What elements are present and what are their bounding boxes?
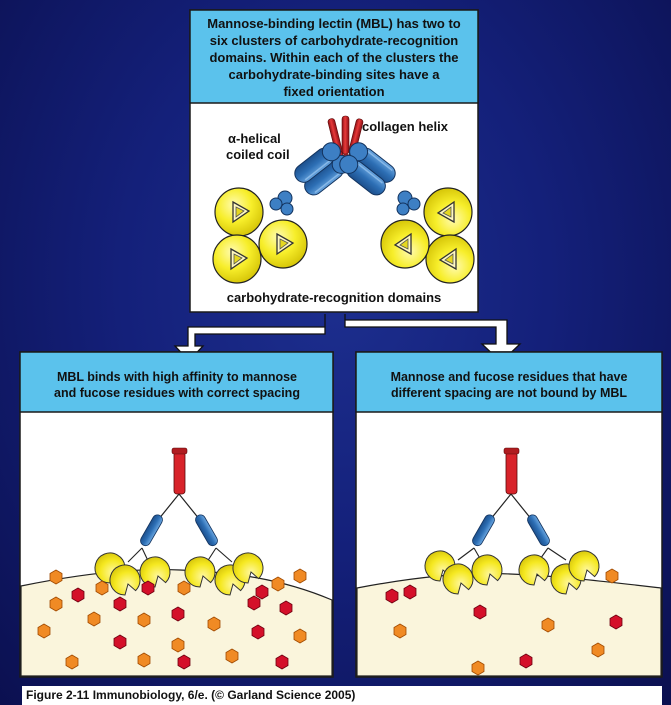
label-crd: carbohydrate-recognition domains (227, 290, 442, 305)
top-header-line-2: six clusters of carbohydrate-recognition (210, 33, 459, 48)
label-collagen-helix: collagen helix (362, 119, 449, 134)
right-header-line-1: Mannose and fucose residues that have (391, 370, 628, 384)
left-header-line-2: and fucose residues with correct spacing (54, 386, 300, 400)
left-header-line-1: MBL binds with high affinity to mannose (57, 370, 297, 384)
top-header-line-1: Mannose-binding lectin (MBL) has two to (207, 16, 461, 31)
top-header-line-5: fixed orientation (283, 84, 384, 99)
top-header-line-4: carbohydrate-binding sites have a (229, 67, 441, 82)
figure-caption: Figure 2-11 Immunobiology, 6/e. (© Garla… (22, 686, 662, 705)
label-alpha-helical: α-helical (228, 131, 281, 146)
right-header-line-2: different spacing are not bound by MBL (391, 386, 627, 400)
top-header-line-3: domains. Within each of the clusters the (209, 50, 458, 65)
label-coiled-coil: coiled coil (226, 147, 290, 162)
